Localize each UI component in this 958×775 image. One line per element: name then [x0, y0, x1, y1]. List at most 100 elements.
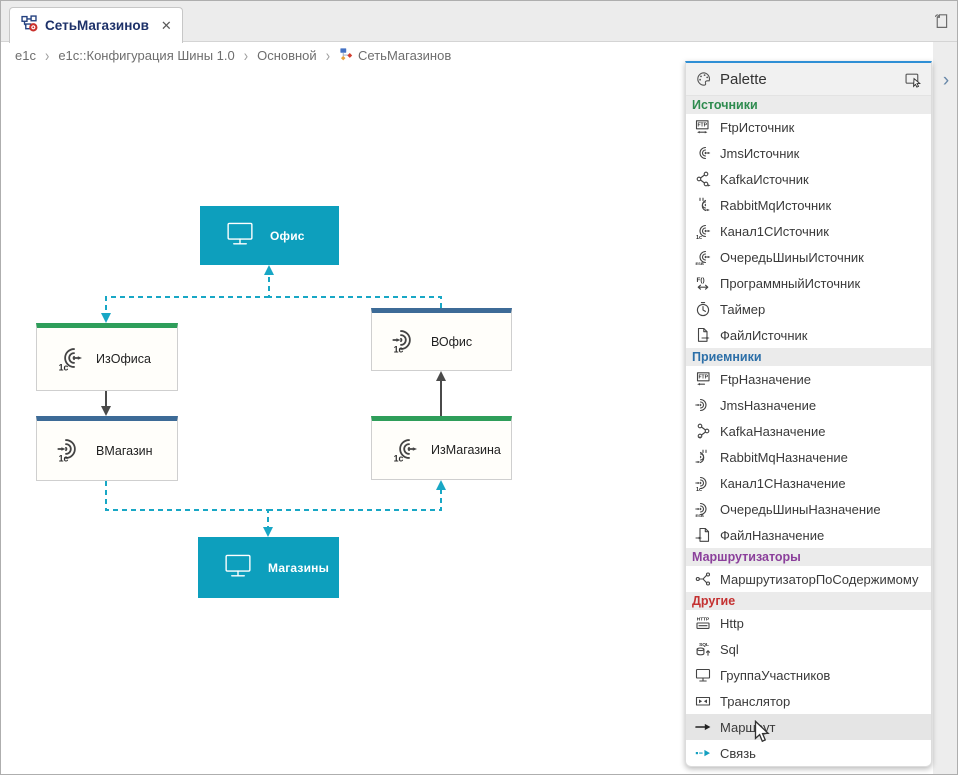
svg-text:F(): F(): [696, 277, 704, 284]
rabbitmq-dest-icon: [694, 449, 711, 466]
svg-text:ESB: ESB: [695, 513, 703, 517]
breadcrumb-item[interactable]: e1c: [15, 48, 36, 63]
palette-item-jms-dest[interactable]: JmsНазначение: [686, 392, 931, 418]
diagram-colored-icon: [339, 47, 354, 63]
breadcrumb-item[interactable]: e1c::Конфигурация Шины 1.0: [58, 48, 234, 63]
svg-text:ESB: ESB: [695, 261, 703, 265]
svg-text:FTP: FTP: [698, 375, 708, 381]
collapse-chevron-icon[interactable]: ›: [942, 70, 950, 91]
channel-1c-source-icon: 1c: [392, 436, 418, 465]
sql-icon: SQL: [694, 641, 711, 658]
participants-group-icon: [694, 667, 711, 684]
palette-item-label: KafkaИсточник: [720, 171, 809, 187]
palette-title: Palette: [720, 70, 767, 88]
diagram-node-izofisa[interactable]: 1c ИзОфиса: [36, 323, 178, 391]
svg-text:1c: 1c: [59, 362, 69, 370]
palette-section-header: Другие: [686, 592, 931, 610]
palette-item-label: FtpНазначение: [720, 371, 812, 387]
tab-strip: СетьМагазинов ✕: [1, 1, 957, 43]
esb-queue-source-icon: ESB: [694, 249, 711, 266]
diagram-node-ofis[interactable]: Офис: [200, 206, 339, 265]
palette-item-ftp-dest[interactable]: FTP FtpНазначение: [686, 366, 931, 392]
palette-item-link[interactable]: Связь: [686, 740, 931, 766]
palette-item-translator[interactable]: Транслятор: [686, 688, 931, 714]
palette-item-label: JmsНазначение: [720, 397, 817, 413]
palette-item-channel-1c-source[interactable]: 1c Канал1СИсточник: [686, 218, 931, 244]
palette-section-header: Источники: [686, 96, 931, 114]
breadcrumb-item[interactable]: Основной: [257, 48, 317, 63]
palette-item-label: Канал1СИсточник: [720, 223, 829, 239]
palette-item-file-source[interactable]: ФайлИсточник: [686, 322, 931, 348]
svg-text:SQL: SQL: [699, 642, 709, 648]
channel-1c-source-icon: 1c: [694, 223, 711, 240]
palette-item-label: JmsИсточник: [720, 145, 800, 161]
diagram-node-vmagazin[interactable]: 1c ВМагазин: [36, 416, 178, 481]
breadcrumb-label: e1c::Конфигурация Шины 1.0: [58, 47, 235, 63]
monitor-icon: [225, 219, 255, 252]
palette-item-rabbitmq-dest[interactable]: RabbitMqНазначение: [686, 444, 931, 470]
palette-item-label: RabbitMqНазначение: [720, 449, 848, 465]
palette-item-timer[interactable]: Таймер: [686, 296, 931, 322]
palette-item-kafka-dest[interactable]: KafkaНазначение: [686, 418, 931, 444]
palette-item-label: ПрограммныйИсточник: [720, 275, 861, 291]
palette-item-label: ГруппаУчастников: [720, 667, 831, 683]
breadcrumb-item[interactable]: СетьМагазинов: [339, 47, 451, 63]
palette-item-rabbitmq-source[interactable]: RabbitMqИсточник: [686, 192, 931, 218]
palette-item-content-router[interactable]: МаршрутизаторПоСодержимому: [686, 566, 931, 592]
palette-item-jms-source[interactable]: JmsИсточник: [686, 140, 931, 166]
palette-item-kafka-source[interactable]: KafkaИсточник: [686, 166, 931, 192]
palette-item-label: ФайлИсточник: [720, 327, 808, 343]
channel-1c-dest-icon: 1c: [392, 327, 418, 356]
palette-item-sql[interactable]: SQL Sql: [686, 636, 931, 662]
ftp-dest-icon: FTP: [694, 371, 711, 388]
node-label: ИзОфиса: [96, 352, 151, 366]
ftp-source-icon: FTP: [694, 119, 711, 136]
channel-1c-source-icon: 1c: [57, 345, 83, 374]
palette-item-file-dest[interactable]: ФайлНазначение: [686, 522, 931, 548]
file-dest-icon: [694, 527, 711, 544]
kafka-dest-icon: [694, 423, 711, 440]
node-label: ВМагазин: [96, 443, 153, 458]
mouse-cursor: [753, 719, 770, 749]
diagram-node-vofis[interactable]: 1c ВОфис: [371, 308, 512, 371]
palette-item-program-source[interactable]: F() ПрограммныйИсточник: [686, 270, 931, 296]
palette-section-header: Приемники: [686, 348, 931, 366]
node-label: ВОфис: [431, 334, 473, 349]
jms-source-icon: [694, 145, 711, 162]
link-icon: [694, 745, 711, 762]
timer-icon: [694, 301, 711, 318]
svg-text:1c: 1c: [59, 454, 69, 462]
jms-dest-icon: [694, 397, 711, 414]
monitor-icon: [223, 551, 253, 584]
file-source-icon: [694, 327, 711, 344]
node-label: Офис: [270, 228, 305, 243]
palette-item-label: Канал1СНазначение: [720, 475, 846, 491]
palette-item-label: Транслятор: [720, 693, 791, 709]
palette-item-participants-group[interactable]: ГруппаУчастников: [686, 662, 931, 688]
palette-item-route[interactable]: Маршрут: [686, 714, 931, 740]
select-tool-icon[interactable]: [905, 71, 922, 88]
palette-item-label: Sql: [720, 641, 739, 657]
palette-item-label: KafkaНазначение: [720, 423, 826, 439]
http-icon: HTTP: [694, 615, 711, 632]
palette-item-label: Связь: [720, 745, 756, 761]
channel-1c-dest-icon: 1c: [57, 436, 83, 465]
diagram-node-magaziny[interactable]: Магазины: [198, 537, 339, 598]
page-curl-icon[interactable]: [933, 12, 950, 35]
palette-item-label: МаршрутизаторПоСодержимому: [720, 571, 919, 587]
svg-text:1c: 1c: [394, 453, 404, 461]
palette-item-label: ФайлНазначение: [720, 527, 825, 543]
tab-close-button[interactable]: ✕: [160, 17, 172, 33]
svg-text:HTTP: HTTP: [696, 617, 709, 623]
route-icon: [694, 719, 711, 736]
tab-set-magazinov[interactable]: СетьМагазинов ✕: [9, 7, 183, 43]
esb-queue-dest-icon: ESB: [694, 501, 711, 518]
